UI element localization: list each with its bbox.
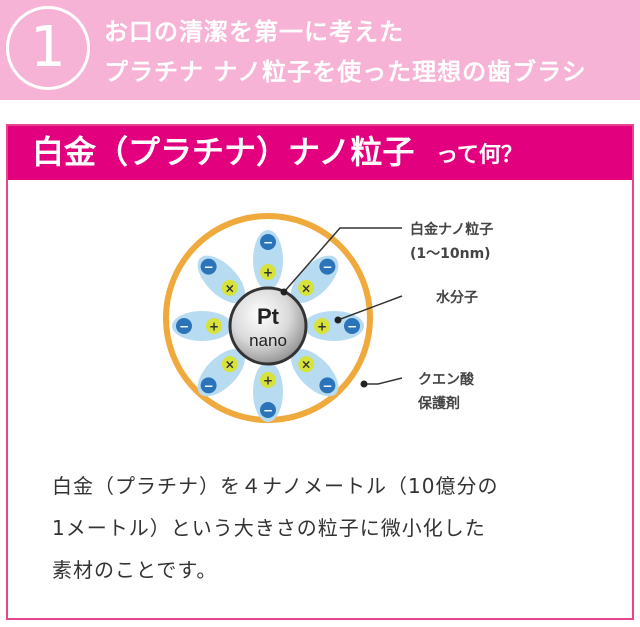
capsule-shape: [304, 311, 364, 341]
molecule-capsule: −×: [197, 255, 246, 304]
minus-charge-sign: −: [204, 260, 214, 274]
molecule-capsule: −+: [304, 311, 364, 341]
cross-charge-dot: [298, 356, 315, 373]
minus-charge-sign: −: [263, 236, 273, 250]
cross-charge-sign: ×: [301, 358, 311, 372]
platinum-particle: [228, 286, 308, 366]
nanoparticle-diagram: −+−×−+−×−+−×−+−× Pt nano 白金ナノ粒子 (1〜10nm)…: [163, 213, 493, 423]
plus-charge-dot: [260, 372, 276, 388]
molecule-capsule: −+: [253, 362, 283, 422]
description-line-2: 1メートル）という大きさの粒子に微小化した: [52, 516, 486, 540]
molecule-capsule: −+: [172, 311, 232, 341]
water-label: 水分子: [436, 289, 478, 306]
description-line-3: 素材のことです。: [52, 558, 218, 582]
cross-charge-dot: [298, 279, 315, 296]
step-number-badge: 1: [6, 6, 90, 90]
particle-size-label: (1〜10nm): [410, 246, 491, 262]
capsule-shape: [253, 230, 283, 290]
minus-charge-dot: [200, 377, 217, 394]
minus-charge-sign: −: [179, 320, 189, 334]
minus-charge-dot: [200, 258, 217, 275]
particle-label: 白金ナノ粒子: [410, 221, 493, 238]
card-title-bar: 白金（プラチナ）ナノ粒子 って何？: [8, 126, 632, 180]
cross-charge-sign: ×: [301, 281, 311, 295]
header-line-1: お口の清潔を第一に考えた: [104, 18, 404, 46]
pt-symbol: Pt: [257, 304, 280, 329]
molecule-capsule: −+: [253, 230, 283, 290]
particle-leader-line: [283, 227, 402, 293]
protective-agent-label: 保護剤: [417, 395, 460, 412]
cross-charge-dot: [221, 356, 238, 373]
citric-acid-label: クエン酸: [418, 371, 475, 388]
header-line-2: プラチナ ナノ粒子を使った理想の歯ブラシ: [104, 58, 587, 86]
nano-label: nano: [249, 331, 287, 350]
minus-charge-dot: [176, 318, 192, 334]
water-leader-line: [337, 295, 403, 321]
minus-charge-sign: −: [263, 404, 273, 418]
minus-charge-sign: −: [204, 379, 214, 393]
capsule-shape: [172, 311, 232, 341]
particle-leader-dot: [280, 288, 288, 296]
minus-charge-dot: [344, 318, 360, 334]
molecule-capsule: −×: [290, 348, 339, 397]
water-leader-dot: [334, 316, 342, 324]
capsule-shape: [253, 362, 283, 422]
plus-charge-dot: [260, 264, 276, 280]
minus-charge-dot: [260, 234, 276, 250]
description-line-1: 白金（プラチナ）を４ナノメートル（10億分の: [52, 474, 499, 498]
card-title: 白金（プラチナ）ナノ粒子: [32, 133, 415, 171]
card-title-suffix: って何？: [436, 143, 523, 168]
minus-charge-sign: −: [322, 379, 332, 393]
molecule-capsule: −×: [290, 255, 339, 304]
minus-charge-sign: −: [347, 320, 357, 334]
plus-charge-dot: [206, 318, 222, 334]
plus-charge-sign: +: [317, 320, 327, 334]
cross-charge-sign: ×: [225, 281, 235, 295]
plus-charge-sign: +: [263, 374, 273, 388]
plus-charge-sign: +: [263, 266, 273, 280]
cross-charge-dot: [221, 279, 238, 296]
minus-charge-dot: [319, 377, 336, 394]
minus-charge-sign: −: [322, 260, 332, 274]
minus-charge-dot: [260, 402, 276, 418]
plus-charge-dot: [314, 318, 330, 334]
header-banner: 1 お口の清潔を第一に考えた プラチナ ナノ粒子を使った理想の歯ブラシ: [0, 0, 640, 100]
citric-leader-dot: [360, 380, 368, 388]
plus-charge-sign: +: [209, 320, 219, 334]
molecule-capsule: −×: [197, 348, 246, 397]
molecule-capsules: −+−×−+−×−+−×−+−×: [172, 230, 364, 422]
cross-charge-sign: ×: [225, 358, 235, 372]
minus-charge-dot: [319, 258, 336, 275]
citric-leader-line: [364, 377, 403, 385]
